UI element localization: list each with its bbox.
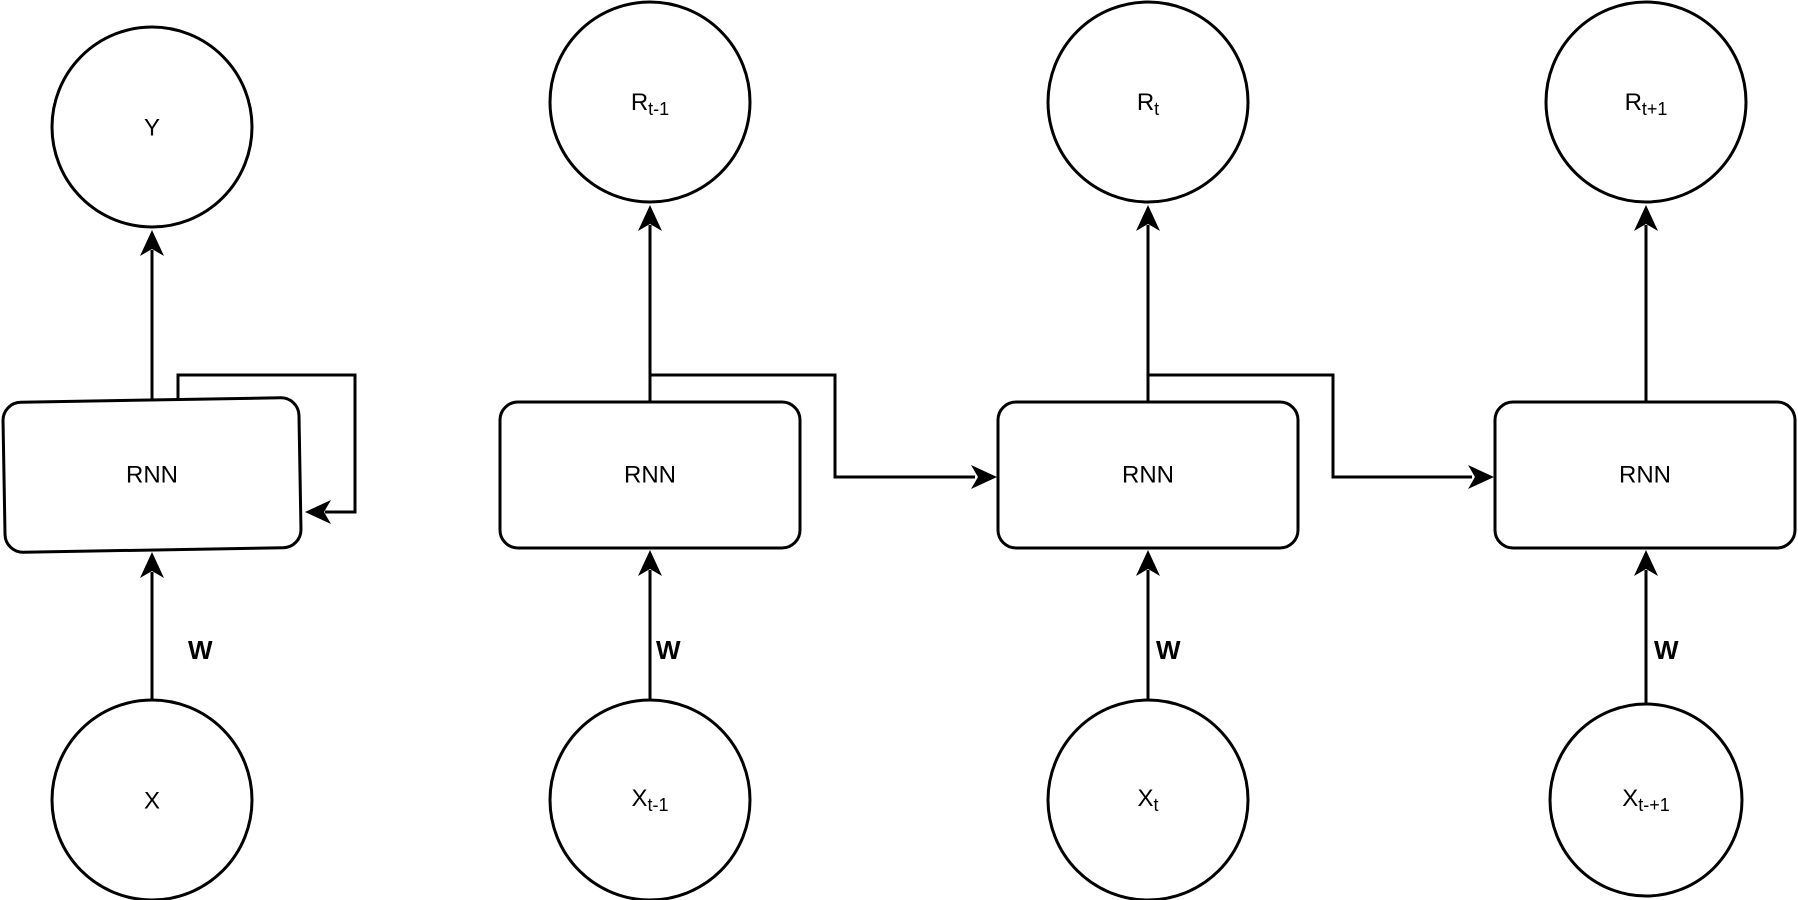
arrowhead-rnn-to-r-t bbox=[1136, 205, 1160, 231]
hidden-state-arrow-t-minus-1-to-t bbox=[650, 373, 975, 479]
rnn-cell-t-minus-1-label: RNN bbox=[624, 461, 676, 488]
rnn-cell-t-plus-1-label: RNN bbox=[1619, 461, 1671, 488]
input-label-x-t-minus-1: Xt-1 bbox=[631, 785, 668, 814]
unrolled-step-t: Rt RNN Xt W bbox=[996, 0, 1300, 900]
arrowhead-x-to-rnn-t-plus-1 bbox=[1634, 550, 1658, 576]
unrolled-step-t-plus-1: Rt+1 RNN Xt-+1 W bbox=[1493, 0, 1797, 898]
arrowhead-rnn-to-y bbox=[140, 230, 164, 256]
weight-label-t-minus-1: W bbox=[656, 635, 681, 665]
folded-rnn: Y RNN X W bbox=[1, 25, 357, 900]
arrowhead-x-to-rnn bbox=[140, 552, 164, 578]
output-node-r-t bbox=[1046, 0, 1250, 204]
output-label-r-t-minus-1: Rt-1 bbox=[631, 89, 669, 118]
hidden-state-arrow-t-to-t-plus-1 bbox=[1148, 373, 1472, 479]
output-label-r-t: Rt bbox=[1137, 89, 1159, 118]
arrowhead-recurrent-loop bbox=[305, 500, 331, 524]
arrowhead-x-to-rnn-t-minus-1 bbox=[638, 550, 662, 576]
output-node-r-t-plus-1 bbox=[1544, 0, 1748, 204]
output-node-r-t-minus-1 bbox=[548, 0, 752, 204]
unrolled-step-t-minus-1: Rt-1 RNN Xt-1 W bbox=[498, 0, 802, 900]
arrowhead-hidden-state-t-minus-1-to-t bbox=[971, 465, 997, 489]
output-label-r-t-plus-1: Rt+1 bbox=[1625, 89, 1668, 118]
rnn-cell-folded-label: RNN bbox=[126, 461, 178, 488]
recurrent-loop bbox=[176, 373, 357, 514]
arrowhead-rnn-to-r-t-minus-1 bbox=[638, 205, 662, 231]
input-label-x-t-plus-1: Xt-+1 bbox=[1622, 785, 1670, 814]
arrowhead-hidden-state-t-to-t-plus-1 bbox=[1468, 465, 1494, 489]
input-label-x-t: Xt bbox=[1137, 785, 1158, 814]
output-node-y bbox=[50, 25, 254, 229]
arrowhead-x-to-rnn-t bbox=[1136, 550, 1160, 576]
weight-label-t: W bbox=[1156, 635, 1181, 665]
weight-label-folded: W bbox=[188, 635, 213, 665]
weight-label-t-plus-1: W bbox=[1654, 635, 1679, 665]
rnn-cell-t-label: RNN bbox=[1122, 461, 1174, 488]
arrowhead-rnn-to-r-t-plus-1 bbox=[1634, 205, 1658, 231]
input-label-x: X bbox=[144, 787, 160, 814]
output-label-y: Y bbox=[144, 114, 160, 141]
rnn-cell-folded bbox=[1, 396, 303, 554]
